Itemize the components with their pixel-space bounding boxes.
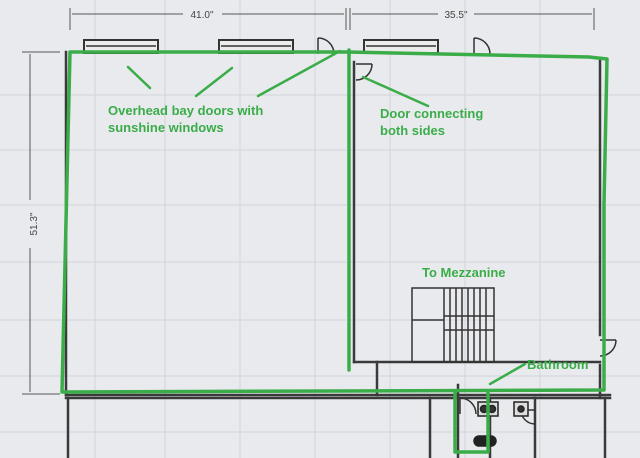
connecting-door-label-line-2: both sides	[380, 123, 445, 138]
dimension-right-width: 35.5"	[444, 10, 467, 21]
dimension-height: 51.3"	[29, 212, 40, 235]
highlight-outline	[60, 48, 609, 454]
connecting-door-label-line-1: Door connecting	[380, 106, 483, 121]
door-swing-top-right	[473, 37, 491, 55]
staircase	[411, 287, 495, 363]
mezzanine-label: To Mezzanine	[422, 265, 506, 280]
door-swing-connecting	[355, 63, 373, 81]
dimension-left-width: 41.0"	[190, 10, 213, 21]
dimension-lines	[22, 8, 595, 395]
bathroom-fixtures	[473, 401, 529, 447]
bay-doors-label-line-2: sunshine windows	[108, 120, 224, 135]
annotation-pointers	[126, 49, 527, 386]
bathroom-label: Bathroom	[527, 357, 588, 372]
bay-doors-label-line-1: Overhead bay doors with	[108, 103, 263, 118]
door-swing-bathroom	[459, 397, 477, 415]
